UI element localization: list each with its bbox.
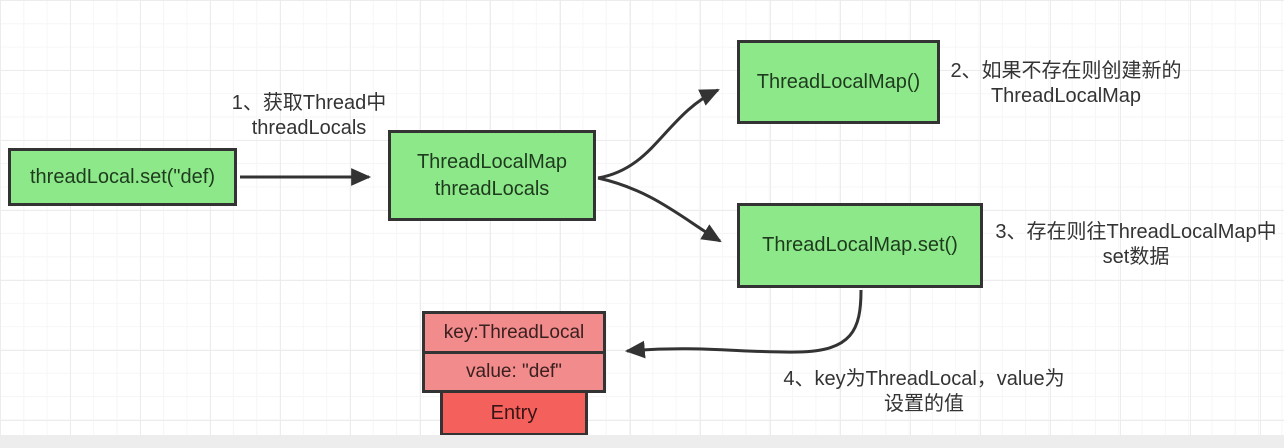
node-label: key:ThreadLocal bbox=[443, 321, 585, 343]
annotation-step1: 1、获取Thread中 threadLocals bbox=[193, 91, 425, 141]
annotation-line1: 2、如果不存在则创建新的 bbox=[950, 60, 1182, 82]
arrow-map-to-constructor bbox=[597, 88, 720, 180]
node-entry-key: key:ThreadLocal bbox=[422, 311, 606, 354]
node-threadlocalmap-set: ThreadLocalMap.set() bbox=[737, 203, 983, 288]
node-threadlocal-set-call: threadLocal.set("def) bbox=[8, 148, 237, 206]
annotation-step2: 2、如果不存在则创建新的 ThreadLocalMap bbox=[948, 59, 1184, 109]
annotation-line2: set数据 bbox=[1102, 246, 1170, 268]
node-label-line2: threadLocals bbox=[434, 177, 550, 200]
node-entry: Entry bbox=[440, 390, 588, 436]
node-threadlocalmap-constructor: ThreadLocalMap() bbox=[737, 40, 940, 124]
node-label: ThreadLocalMap() bbox=[756, 70, 921, 93]
bottom-edge-bar bbox=[0, 435, 1284, 448]
annotation-line2: 设置的值 bbox=[884, 393, 964, 415]
annotation-line2: threadLocals bbox=[251, 117, 367, 139]
node-entry-value: value: "def" bbox=[422, 351, 606, 393]
annotation-line1: 3、存在则往ThreadLocalMap中 bbox=[995, 221, 1277, 243]
node-label: threadLocal.set("def) bbox=[30, 165, 215, 188]
annotation-line1: 4、key为ThreadLocal，value为 bbox=[783, 368, 1065, 390]
annotation-step3: 3、存在则往ThreadLocalMap中 set数据 bbox=[988, 220, 1284, 270]
node-label: value: "def" bbox=[466, 361, 562, 383]
node-label: ThreadLocalMap.set() bbox=[762, 234, 958, 256]
annotation-step4: 4、key为ThreadLocal，value为 设置的值 bbox=[778, 367, 1070, 417]
arrow-set-to-entry bbox=[624, 289, 863, 359]
node-label-line1: ThreadLocalMap bbox=[416, 150, 568, 173]
arrow-map-to-set bbox=[597, 176, 722, 243]
annotation-line1: 1、获取Thread中 bbox=[231, 92, 387, 114]
node-threadlocals-map: ThreadLocalMap threadLocals bbox=[388, 130, 596, 221]
node-label: Entry bbox=[490, 401, 538, 424]
annotation-line2: ThreadLocalMap bbox=[990, 85, 1142, 107]
